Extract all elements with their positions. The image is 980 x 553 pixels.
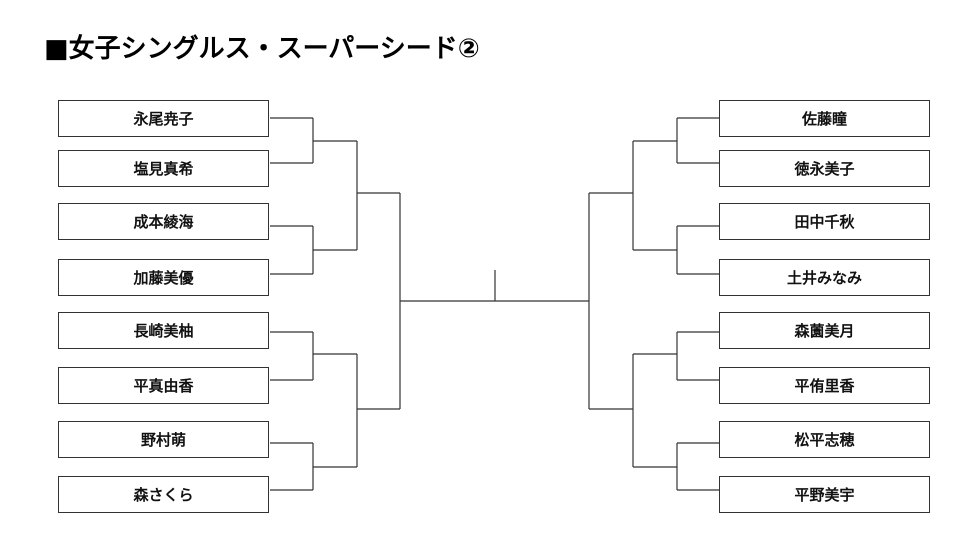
page-title: ■女子シングルス・スーパーシード② (44, 34, 480, 64)
final-lines (400, 270, 589, 302)
player-box-left-2: 塩見真希 (58, 150, 269, 187)
player-box-right-2: 徳永美子 (719, 150, 930, 187)
player-box-left-5: 長崎美柚 (58, 312, 269, 349)
player-box-right-1: 佐藤瞳 (719, 100, 930, 137)
player-box-left-1: 永尾尭子 (58, 100, 269, 137)
left-bracket-lines (270, 117, 401, 491)
right-bracket-lines (588, 117, 719, 491)
player-box-left-6: 平真由香 (58, 367, 269, 404)
player-box-right-5: 森薗美月 (719, 312, 930, 349)
player-box-right-7: 松平志穂 (719, 421, 930, 458)
player-box-left-7: 野村萌 (58, 421, 269, 458)
player-box-right-3: 田中千秋 (719, 203, 930, 240)
player-box-left-4: 加藤美優 (58, 259, 269, 296)
player-box-right-8: 平野美宇 (719, 476, 930, 513)
player-box-right-4: 土井みなみ (719, 259, 930, 296)
player-box-left-3: 成本綾海 (58, 203, 269, 240)
player-box-right-6: 平侑里香 (719, 367, 930, 404)
player-box-left-8: 森さくら (58, 476, 269, 513)
